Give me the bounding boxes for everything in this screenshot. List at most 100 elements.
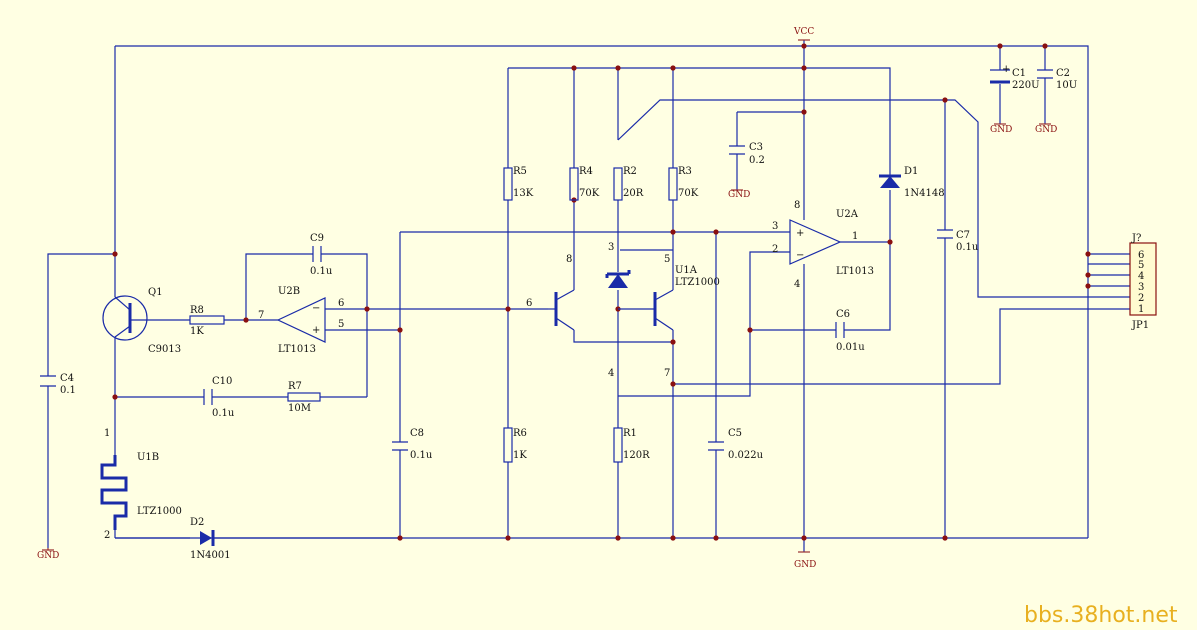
c10-value: 0.1u — [212, 408, 235, 419]
r3-value: 70K — [678, 188, 699, 199]
watermark-text: bbs.38hot.net — [1024, 603, 1178, 628]
wires — [47, 40, 1130, 552]
r8-ref: R8 — [190, 305, 204, 316]
u1a-pin7: 7 — [664, 368, 670, 379]
capacitor-c3: C3 0.2 — [729, 142, 765, 166]
u1a-pin3: 3 — [608, 242, 614, 253]
gnd-symbol-c3: GND — [728, 189, 750, 200]
u1a-pin8: 8 — [566, 254, 572, 265]
u2a-pin8: 8 — [794, 200, 800, 211]
u1b-pin1: 1 — [104, 428, 110, 439]
capacitor-c10: C10 0.1u — [203, 376, 235, 419]
resistor-r6: R6 1K — [503, 427, 527, 463]
u1a-pin4: 4 — [608, 368, 614, 379]
u2a-ref: U2A — [836, 209, 859, 220]
u2a-pin3: 3 — [772, 221, 778, 232]
junction-dots — [112, 43, 1091, 541]
resistor-r1: R1 120R — [613, 427, 650, 463]
r2-value: 20R — [623, 188, 644, 199]
capacitor-c9: C9 0.1u — [310, 233, 333, 277]
capacitor-c5: C5 0.022u — [708, 428, 764, 461]
gnd-symbol-u2a: GND — [794, 551, 816, 570]
gnd-symbol-c1: GND — [990, 123, 1012, 135]
connector-pin-4: 4 — [1138, 271, 1144, 282]
r2-ref: R2 — [623, 166, 637, 177]
r6-ref: R6 — [513, 428, 527, 439]
connector-ref-top: J? — [1131, 233, 1141, 244]
u1b-ref: U1B — [137, 452, 159, 463]
c4-value: 0.1 — [60, 385, 76, 396]
r4-value: 70K — [579, 188, 600, 199]
connector-pin-5: 5 — [1138, 260, 1144, 271]
u2a-minus: − — [796, 250, 804, 261]
c8-value: 0.1u — [410, 450, 433, 461]
u2a-pin4: 4 — [794, 279, 800, 290]
r3-ref: R3 — [678, 166, 692, 177]
heater-u1b: 1 2 U1B LTZ1000 — [100, 428, 182, 541]
r6-value: 1K — [513, 450, 527, 461]
transistor-q1: Q1 C9013 — [102, 287, 181, 355]
u2b-ref: U2B — [278, 286, 300, 297]
gnd-label: GND — [990, 125, 1012, 135]
r4-ref: R4 — [579, 166, 593, 177]
u2b-pin6: 6 — [338, 298, 344, 309]
gnd-label: GND — [1035, 125, 1057, 135]
c7-ref: C7 — [956, 230, 970, 241]
r1-ref: R1 — [623, 428, 637, 439]
r7-value: 10M — [288, 403, 311, 414]
connector-pin-2: 2 — [1138, 293, 1144, 304]
opamp-u2b: − + 7 6 5 U2B LT1013 — [258, 286, 344, 355]
c4-ref: C4 — [60, 373, 74, 384]
gnd-label: GND — [37, 551, 59, 561]
c8-ref: C8 — [410, 428, 424, 439]
c2-ref: C2 — [1056, 68, 1070, 79]
c5-value: 0.022u — [728, 450, 764, 461]
u2a-value: LT1013 — [836, 266, 874, 277]
q1-value: C9013 — [148, 344, 181, 355]
u2b-pin5: 5 — [338, 319, 344, 330]
u1a-ref: U1A — [675, 265, 698, 276]
vcc-label: VCC — [793, 27, 814, 37]
c1-ref: C1 — [1012, 68, 1026, 79]
d1-value: 1N4148 — [904, 188, 945, 199]
connector-pin-1: 1 — [1138, 304, 1144, 315]
c3-ref: C3 — [749, 142, 763, 153]
r1-value: 120R — [623, 450, 650, 461]
gnd-symbol-c2: GND — [1035, 123, 1057, 135]
u1b-pin2: 2 — [104, 530, 110, 541]
u1a-value: LTZ1000 — [675, 277, 720, 288]
gnd-label: GND — [794, 560, 816, 570]
u2b-plus: + — [312, 325, 320, 336]
u2a-plus: + — [796, 228, 804, 239]
resistor-r2: R2 20R — [613, 166, 644, 201]
resistor-r7: R7 10M — [287, 381, 321, 414]
q1-ref: Q1 — [148, 287, 163, 298]
c3-value: 0.2 — [749, 155, 765, 166]
c6-ref: C6 — [836, 309, 850, 320]
u2b-pin7: 7 — [258, 310, 264, 321]
u2a-pin2: 2 — [772, 244, 778, 255]
c5-ref: C5 — [728, 428, 742, 439]
connector-pin-3: 3 — [1138, 282, 1144, 293]
d1-ref: D1 — [904, 166, 918, 177]
u1a-pin6: 6 — [526, 298, 532, 309]
u2b-minus: − — [312, 303, 320, 314]
c6-value: 0.01u — [836, 342, 865, 353]
c1-value: 220U — [1012, 80, 1040, 91]
vcc-symbol: VCC — [793, 27, 814, 41]
gnd-symbol-c4: GND — [37, 548, 59, 561]
c9-ref: C9 — [310, 233, 324, 244]
diode-d2: D2 1N4001 — [190, 517, 231, 561]
opamp-u2a: + − 3 2 1 8 4 U2A LT1013 — [772, 200, 874, 290]
c2-value: 10U — [1056, 80, 1077, 91]
reference-u1a: 8 6 3 5 4 7 U1A LTZ1000 — [526, 242, 720, 379]
capacitor-c6: C6 0.01u — [835, 309, 865, 353]
capacitor-c4: C4 0.1 — [40, 373, 76, 396]
d2-value: 1N4001 — [190, 550, 231, 561]
u2a-pin1: 1 — [852, 231, 858, 242]
resistor-r8: R8 1K — [189, 305, 225, 337]
c1-plus: + — [1002, 64, 1010, 75]
resistor-r3: R3 70K — [668, 166, 699, 201]
connector-jp1: J? JP1 6 5 4 3 2 1 — [1129, 233, 1157, 331]
